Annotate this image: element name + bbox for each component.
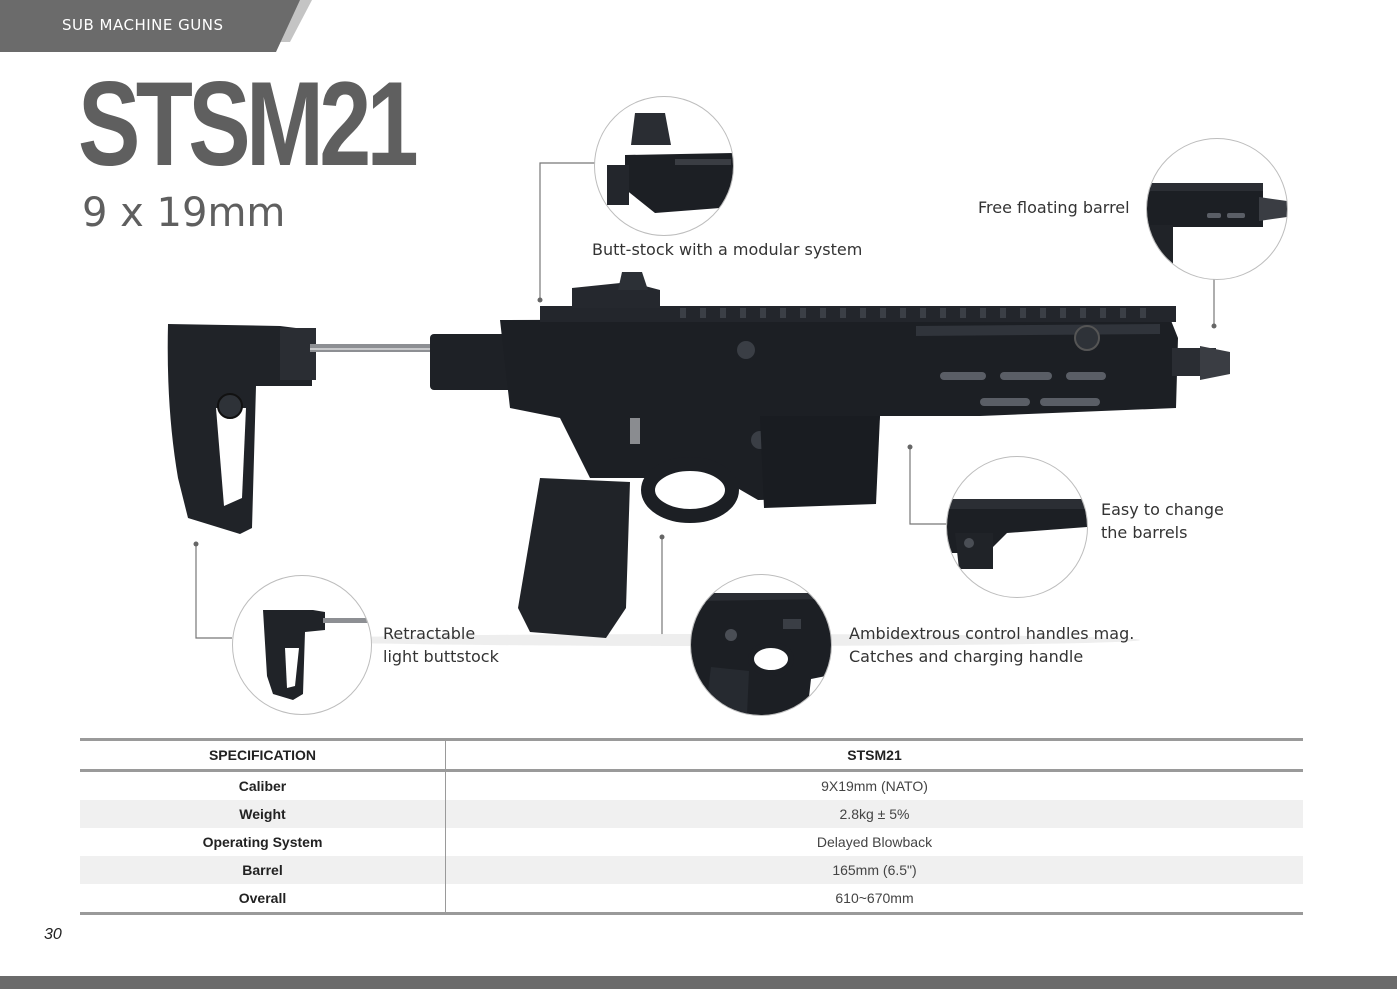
detail-illustration (691, 593, 831, 715)
detail-bubble-retractable-stock (232, 575, 372, 715)
page-number: 30 (44, 926, 62, 943)
table-row: Weight 2.8kg ± 5% (80, 800, 1303, 828)
detail-bubble-ambidextrous-controls (690, 574, 832, 716)
detail-bubble-buttstock-system (594, 96, 734, 236)
spec-value: 610~670mm (445, 884, 1303, 915)
detail-illustration (947, 499, 1087, 569)
detail-illustration (607, 113, 733, 213)
callout-line: Retractable (383, 624, 476, 643)
section-title: SUB MACHINE GUNS (62, 16, 224, 34)
spec-value: Delayed Blowback (816, 834, 933, 850)
spec-value: 165mm (6.5") (445, 856, 1303, 884)
table-row: Overall 610~670mm (80, 884, 1303, 915)
callout-line: light buttstock (383, 647, 499, 666)
spec-value: 2.8kg ± 5% (445, 800, 1303, 828)
callout-line: the barrels (1101, 523, 1188, 542)
callout-line: Catches and charging handle (849, 647, 1084, 666)
callout-line: Ambidextrous control handles mag. (849, 624, 1135, 643)
footer-bar (0, 976, 1397, 989)
spec-key: Weight (80, 800, 446, 828)
callout-free-floating-barrel: Free floating barrel (978, 198, 1130, 217)
table-row: Barrel 165mm (6.5") (80, 856, 1303, 884)
gun-illustration (167, 272, 1230, 646)
detail-illustration (263, 610, 371, 700)
callout-retractable-stock: Retractable light buttstock (383, 622, 499, 668)
table-row: Operating System Delayed Blowback (80, 828, 1303, 856)
callout-line: Easy to change (1101, 500, 1224, 519)
table-row: Caliber 9X19mm (NATO) (80, 770, 1303, 800)
detail-bubble-free-floating-barrel (1146, 138, 1288, 280)
product-name: STSM21 (78, 57, 419, 191)
table-header-row: SPECIFICATION STSM21 (80, 738, 1303, 772)
spec-key: Caliber (80, 770, 446, 800)
spec-key: Barrel (80, 856, 446, 884)
section-tab-shape (0, 0, 312, 52)
detail-illustration (1147, 183, 1287, 265)
column-header: STSM21 (445, 738, 1303, 772)
product-caliber: 9 x 19mm (82, 190, 286, 236)
detail-bubble-easy-change (946, 456, 1088, 598)
callout-ambidextrous: Ambidextrous control handles mag. Catche… (849, 622, 1134, 668)
section-tab: SUB MACHINE GUNS (0, 0, 312, 52)
spec-table: SPECIFICATION STSM21 Caliber 9X19mm (NAT… (80, 738, 1303, 915)
spec-value: 9X19mm (NATO) (821, 778, 928, 794)
spec-key: Overall (80, 884, 446, 915)
callout-easy-change: Easy to change the barrels (1101, 498, 1224, 544)
column-header: SPECIFICATION (80, 738, 446, 772)
spec-key: Operating System (80, 828, 446, 856)
callout-buttstock-modular: Butt-stock with a modular system (592, 240, 863, 259)
